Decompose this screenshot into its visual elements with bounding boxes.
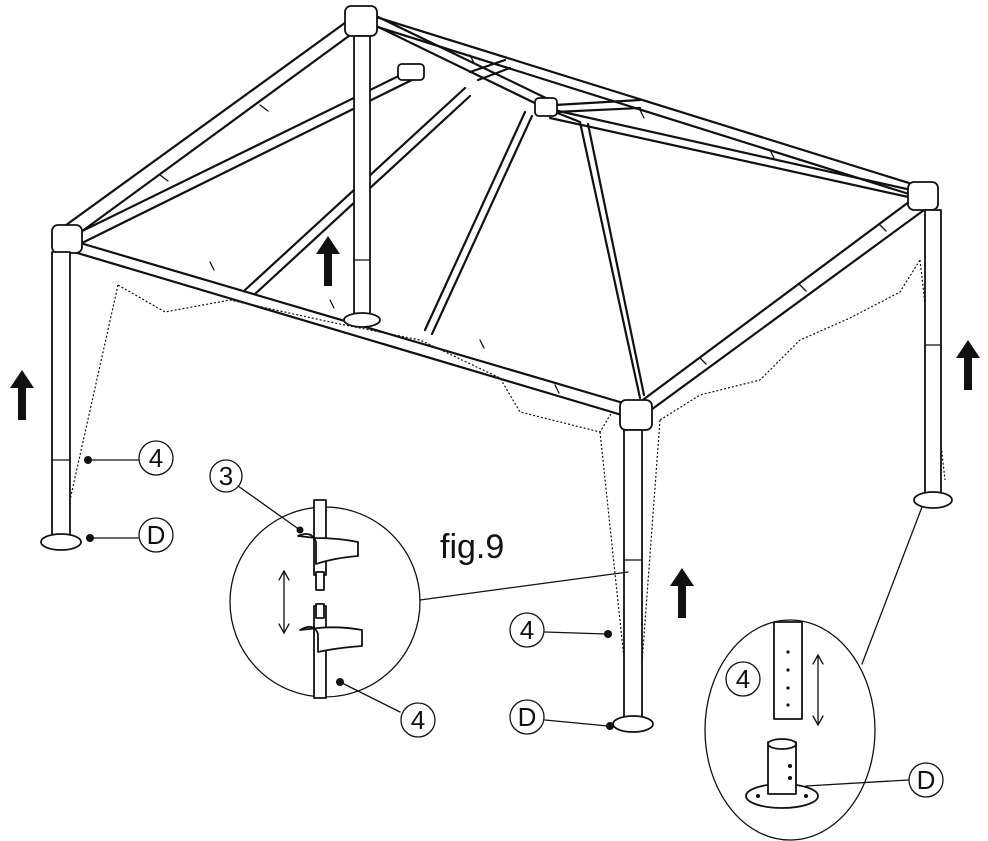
callout-foot-left: D: [86, 517, 174, 553]
callout-label: 4: [520, 615, 534, 645]
callout-leg-left: 4: [84, 440, 174, 476]
callout-label: 3: [219, 461, 233, 491]
up-arrow-icon: [316, 236, 340, 286]
callout-label: D: [518, 702, 537, 732]
lift-arrows: [10, 236, 980, 618]
callout-label: 4: [149, 443, 163, 473]
canopy-valance: [69, 259, 946, 716]
detail-hands-inset: 3 4: [209, 459, 629, 738]
callout-foot-front: D: [509, 699, 614, 735]
detail-foot-inset: 4 D: [704, 506, 944, 841]
up-arrow-icon: [956, 340, 980, 390]
roof-frame: [51, 5, 939, 431]
up-arrow-icon: [10, 370, 34, 420]
callout-label: 4: [736, 664, 750, 694]
figure-caption: fig.9: [440, 528, 504, 566]
callout-label: D: [147, 520, 166, 550]
legs: [40, 35, 953, 733]
callout-label: D: [917, 765, 936, 795]
callout-label: 4: [411, 705, 425, 735]
up-arrow-icon: [670, 568, 694, 618]
callout-leg-front: 4: [509, 612, 612, 648]
